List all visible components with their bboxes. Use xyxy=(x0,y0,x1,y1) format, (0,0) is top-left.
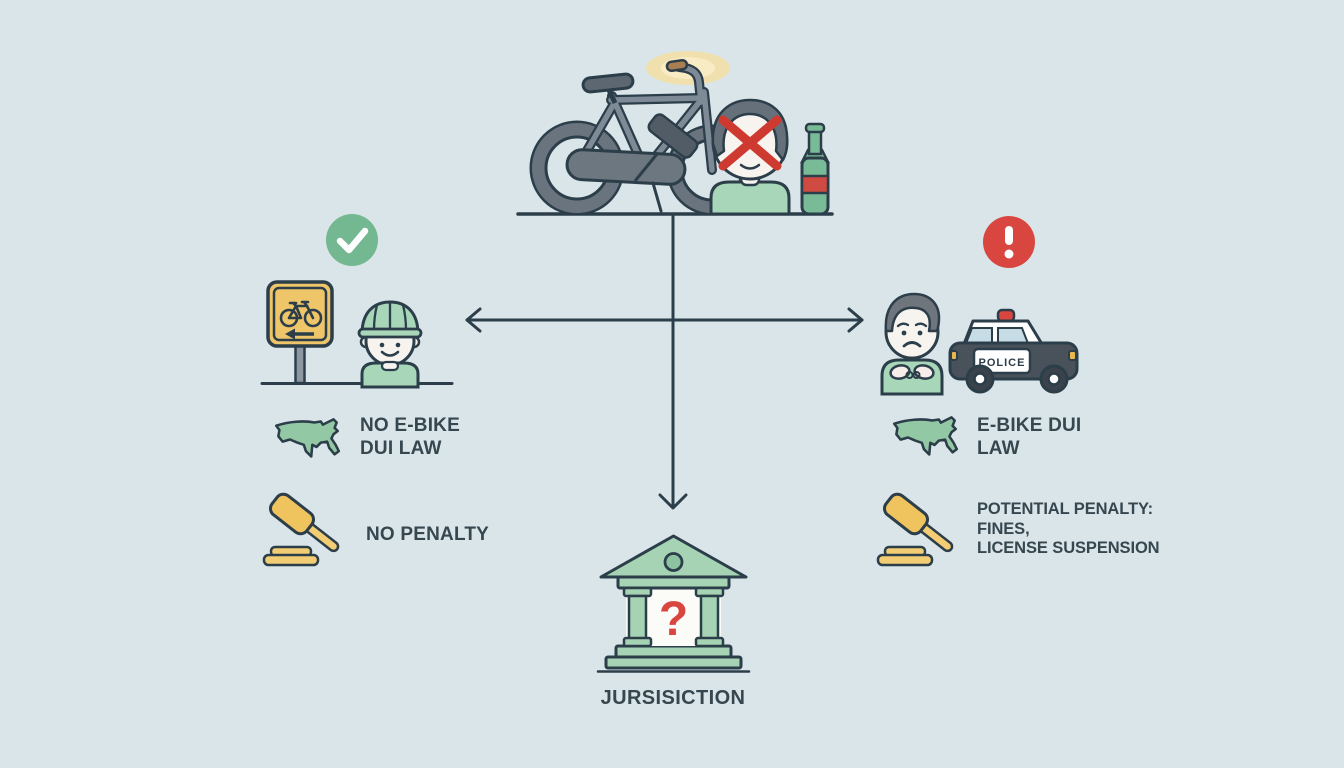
jurisdiction-label: JURSISICTION xyxy=(600,687,746,709)
left-law-label: NO E-BIKE DUI LAW xyxy=(360,414,460,460)
right-law-line2: LAW xyxy=(977,438,1020,459)
arrow-right-icon xyxy=(847,307,864,333)
ebike-drinking-scene xyxy=(516,51,834,216)
left-law-line1: NO E-BIKE xyxy=(360,415,460,436)
right-law-label: E-BIKE DUI LAW xyxy=(977,414,1081,460)
right-penalty-line2: FINES, xyxy=(977,519,1030,538)
left-penalty-line1: NO PENALTY xyxy=(366,524,490,545)
taillight-icon xyxy=(950,350,958,361)
check-circle-icon xyxy=(326,214,378,266)
left-rider-scene xyxy=(260,280,454,389)
courthouse-icon: ? xyxy=(596,534,751,673)
arrow-left-icon xyxy=(465,307,482,333)
alert-circle-icon xyxy=(983,216,1035,268)
police-label: POLICE xyxy=(979,357,1026,369)
right-law-line1: E-BIKE DUI xyxy=(977,415,1082,436)
us-map-icon xyxy=(892,416,959,456)
police-car-icon: POLICE xyxy=(948,308,1079,394)
question-mark: ? xyxy=(659,593,688,646)
bike-sign-icon xyxy=(266,280,334,385)
x-mark-icon xyxy=(718,115,782,171)
right-penalty-label: POTENTIAL PENALTY: FINES, LICENSE SUSPEN… xyxy=(977,500,1160,559)
columns xyxy=(622,586,725,648)
left-law-line2: DUI LAW xyxy=(360,438,442,459)
beacon-light-icon xyxy=(996,308,1016,323)
arrow-down-icon xyxy=(658,493,688,510)
us-map-icon xyxy=(274,418,341,458)
headlight-icon xyxy=(1068,350,1077,361)
right-penalty-line1: POTENTIAL PENALTY: xyxy=(977,500,1154,518)
gavel-icon xyxy=(262,492,340,567)
right-penalty-line3: LICENSE SUSPENSION xyxy=(977,539,1160,557)
sad-arrested-person-icon xyxy=(880,292,944,396)
bottle-icon xyxy=(799,122,831,216)
right-police-scene: POLICE xyxy=(880,292,1079,396)
drunk-rider-icon xyxy=(709,98,791,216)
gavel-icon xyxy=(876,492,954,567)
helmet-rider-icon xyxy=(357,300,423,389)
left-penalty-label: NO PENALTY xyxy=(366,523,489,546)
handcuffs-icon xyxy=(889,364,935,380)
